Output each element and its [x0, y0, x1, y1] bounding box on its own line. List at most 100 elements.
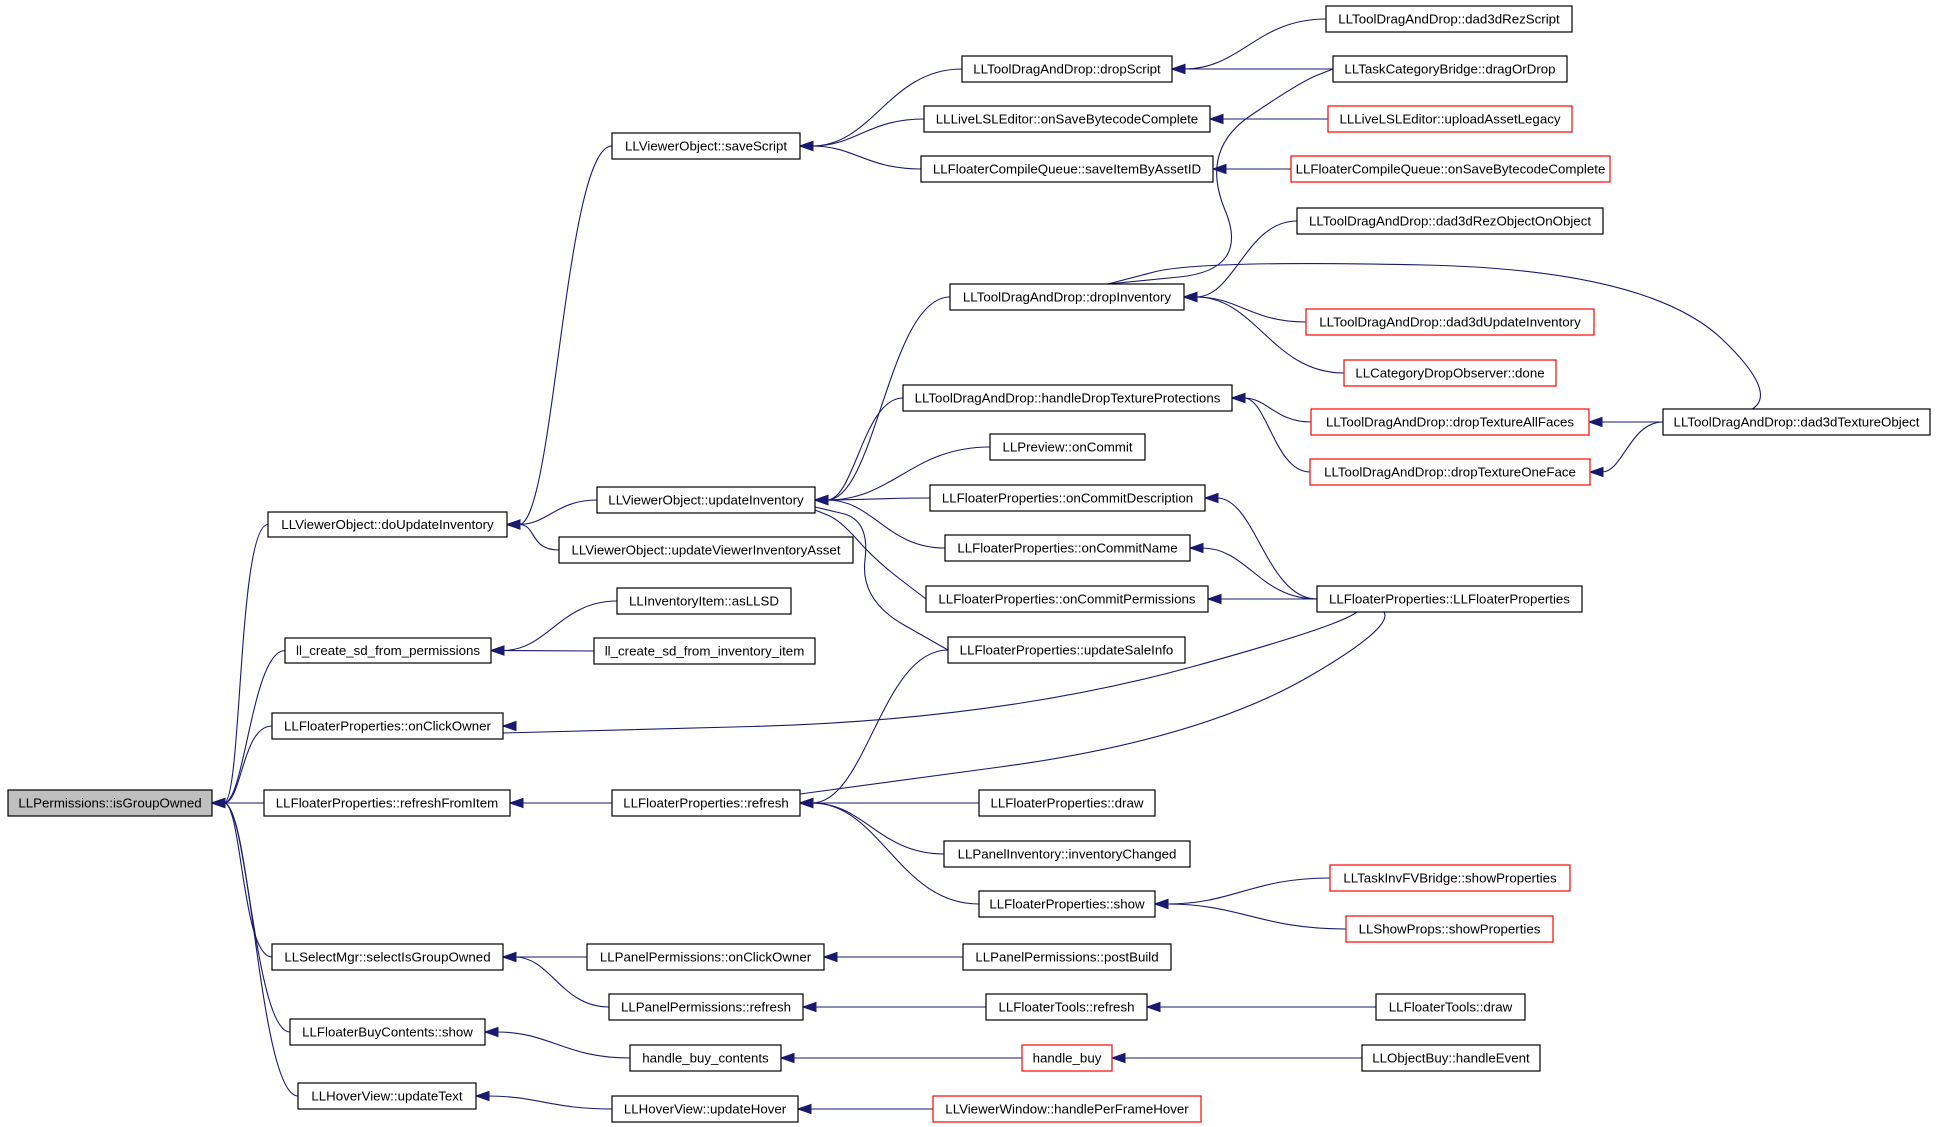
node-ft-draw[interactable]: LLFloaterTools::draw — [1375, 993, 1526, 1021]
node-ll-create-sd[interactable]: ll_create_sd_from_permissions — [284, 637, 492, 664]
node-box[interactable] — [1325, 5, 1573, 33]
node-vo-savescript[interactable]: LLViewerObject::saveScript — [611, 132, 801, 160]
node-box[interactable] — [929, 484, 1206, 512]
node-box[interactable] — [1361, 1044, 1541, 1072]
node-box[interactable] — [961, 55, 1173, 83]
node-fp-ctor[interactable]: LLFloaterProperties::LLFloaterProperties — [1316, 585, 1583, 613]
node-box[interactable] — [932, 1095, 1202, 1123]
node-box[interactable] — [943, 840, 1191, 868]
node-fp-refreshfromitem[interactable]: LLFloaterProperties::refreshFromItem — [263, 789, 511, 817]
node-box[interactable] — [1316, 585, 1583, 613]
node-box[interactable] — [1290, 155, 1611, 183]
node-tdd-dad3drezobjectonobject[interactable]: LLToolDragAndDrop::dad3dRezObjectOnObjec… — [1296, 207, 1604, 235]
node-box[interactable] — [902, 384, 1233, 412]
node-box[interactable] — [611, 789, 801, 817]
node-tinv-showproperties[interactable]: LLTaskInvFVBridge::showProperties — [1329, 864, 1571, 892]
node-box[interactable] — [1310, 408, 1590, 436]
node-tcb-dragordrop[interactable]: LLTaskCategoryBridge::dragOrDrop — [1332, 55, 1568, 83]
node-box[interactable] — [596, 486, 816, 514]
node-box[interactable] — [925, 585, 1209, 613]
node-lsl-onsavebytecode[interactable]: LLLiveLSLEditor::onSaveBytecodeComplete — [923, 105, 1211, 133]
node-box[interactable] — [611, 132, 801, 160]
node-box[interactable] — [593, 637, 816, 665]
node-box[interactable] — [1343, 359, 1557, 387]
node-box[interactable] — [263, 789, 511, 817]
node-box[interactable] — [944, 534, 1191, 562]
node-box[interactable] — [1309, 458, 1591, 486]
node-tdd-dad3drezscript[interactable]: LLToolDragAndDrop::dad3dRezScript — [1325, 5, 1573, 33]
node-tdd-dad3dupdateinventory[interactable]: LLToolDragAndDrop::dad3dUpdateInventory — [1305, 308, 1595, 336]
node-pp-refresh[interactable]: LLPanelPermissions::refresh — [608, 993, 804, 1021]
node-box[interactable] — [629, 1044, 782, 1072]
node-lsl-uploadassetlegacy[interactable]: LLLiveLSLEditor::uploadAssetLegacy — [1327, 105, 1573, 133]
node-box[interactable] — [271, 712, 504, 740]
node-fcq-onsavebytecode[interactable]: LLFloaterCompileQueue::onSaveBytecodeCom… — [1290, 155, 1611, 183]
node-sel-isgroupowned[interactable]: LLSelectMgr::selectIsGroupOwned — [271, 943, 504, 971]
node-box[interactable] — [978, 789, 1156, 817]
node-tdd-dropinventory[interactable]: LLToolDragAndDrop::dropInventory — [949, 283, 1185, 311]
node-box[interactable] — [985, 993, 1148, 1021]
node-pi-inventorychanged[interactable]: LLPanelInventory::inventoryChanged — [943, 840, 1191, 868]
node-box[interactable] — [1332, 55, 1568, 83]
node-vo-updateinventory[interactable]: LLViewerObject::updateInventory — [596, 486, 816, 514]
node-fp-show[interactable]: LLFloaterProperties::show — [978, 890, 1156, 918]
node-box[interactable] — [1296, 207, 1604, 235]
node-fp-oncommitdescription[interactable]: LLFloaterProperties::onCommitDescription — [929, 484, 1206, 512]
node-box[interactable] — [616, 587, 792, 615]
node-preview-oncommit[interactable]: LLPreview::onCommit — [989, 433, 1146, 461]
node-box[interactable] — [297, 1082, 477, 1110]
node-box[interactable] — [947, 636, 1186, 664]
node-box[interactable] — [949, 283, 1185, 311]
node-hv-updatetext[interactable]: LLHoverView::updateText — [297, 1082, 477, 1110]
node-fbc-show[interactable]: LLFloaterBuyContents::show — [289, 1018, 486, 1046]
node-handle-buy[interactable]: handle_buy — [1021, 1044, 1113, 1072]
node-tdd-droptextureallfaces[interactable]: LLToolDragAndDrop::dropTextureAllFaces — [1310, 408, 1590, 436]
node-box[interactable] — [284, 637, 492, 664]
node-box[interactable] — [1021, 1044, 1113, 1072]
node-pp-onclickowner[interactable]: LLPanelPermissions::onClickOwner — [586, 943, 825, 971]
node-fp-oncommitname[interactable]: LLFloaterProperties::onCommitName — [944, 534, 1191, 562]
node-tdd-droptextureoneface[interactable]: LLToolDragAndDrop::dropTextureOneFace — [1309, 458, 1591, 486]
node-box[interactable] — [962, 943, 1172, 971]
node-box[interactable] — [1345, 915, 1554, 943]
node-box[interactable] — [611, 1095, 799, 1123]
node-fp-oncommitpermissions[interactable]: LLFloaterProperties::onCommitPermissions — [925, 585, 1209, 613]
node-fp-refresh[interactable]: LLFloaterProperties::refresh — [611, 789, 801, 817]
node-handle-buy-contents[interactable]: handle_buy_contents — [629, 1044, 782, 1072]
node-box[interactable] — [271, 943, 504, 971]
node-fp-draw[interactable]: LLFloaterProperties::draw — [978, 789, 1156, 817]
node-tdd-handledroptex[interactable]: LLToolDragAndDrop::handleDropTextureProt… — [902, 384, 1233, 412]
node-ob-handleevent[interactable]: LLObjectBuy::handleEvent — [1361, 1044, 1541, 1072]
node-cdo-done[interactable]: LLCategoryDropObserver::done — [1343, 359, 1557, 387]
node-tdd-dropscript[interactable]: LLToolDragAndDrop::dropScript — [961, 55, 1173, 83]
node-ft-refresh[interactable]: LLFloaterTools::refresh — [985, 993, 1148, 1021]
node-box[interactable] — [989, 433, 1146, 461]
node-box[interactable] — [608, 993, 804, 1021]
node-fp-onclickowner[interactable]: LLFloaterProperties::onClickOwner — [271, 712, 504, 740]
node-box[interactable] — [267, 511, 508, 538]
node-tdd-dad3dtextureobject[interactable]: LLToolDragAndDrop::dad3dTextureObject — [1662, 408, 1931, 436]
node-vo-updateviewerinventoryasset[interactable]: LLViewerObject::updateViewerInventoryAss… — [558, 536, 854, 564]
node-box[interactable] — [1327, 105, 1573, 133]
node-doupdateinventory[interactable]: LLViewerObject::doUpdateInventory — [267, 511, 508, 538]
node-box[interactable] — [558, 536, 854, 564]
node-box[interactable] — [289, 1018, 486, 1046]
node-fp-updatesaleinfo[interactable]: LLFloaterProperties::updateSaleInfo — [947, 636, 1186, 664]
node-sp-showproperties[interactable]: LLShowProps::showProperties — [1345, 915, 1554, 943]
node-pp-postbuild[interactable]: LLPanelPermissions::postBuild — [962, 943, 1172, 971]
node-ll-create-sd-inv[interactable]: ll_create_sd_from_inventory_item — [593, 637, 816, 665]
node-box[interactable] — [586, 943, 825, 971]
node-box[interactable] — [923, 105, 1211, 133]
node-root[interactable]: LLPermissions::isGroupOwned — [7, 789, 213, 817]
node-box[interactable] — [1375, 993, 1526, 1021]
node-box[interactable] — [1305, 308, 1595, 336]
node-box[interactable] — [7, 789, 213, 817]
node-box[interactable] — [920, 155, 1214, 183]
node-vw-handleperframehover[interactable]: LLViewerWindow::handlePerFrameHover — [932, 1095, 1202, 1123]
node-fcq-saveitem[interactable]: LLFloaterCompileQueue::saveItemByAssetID — [920, 155, 1214, 183]
node-box[interactable] — [1329, 864, 1571, 892]
node-inv-asllsd[interactable]: LLInventoryItem::asLLSD — [616, 587, 792, 615]
node-hv-updatehover[interactable]: LLHoverView::updateHover — [611, 1095, 799, 1123]
node-box[interactable] — [1662, 408, 1931, 436]
node-box[interactable] — [978, 890, 1156, 918]
